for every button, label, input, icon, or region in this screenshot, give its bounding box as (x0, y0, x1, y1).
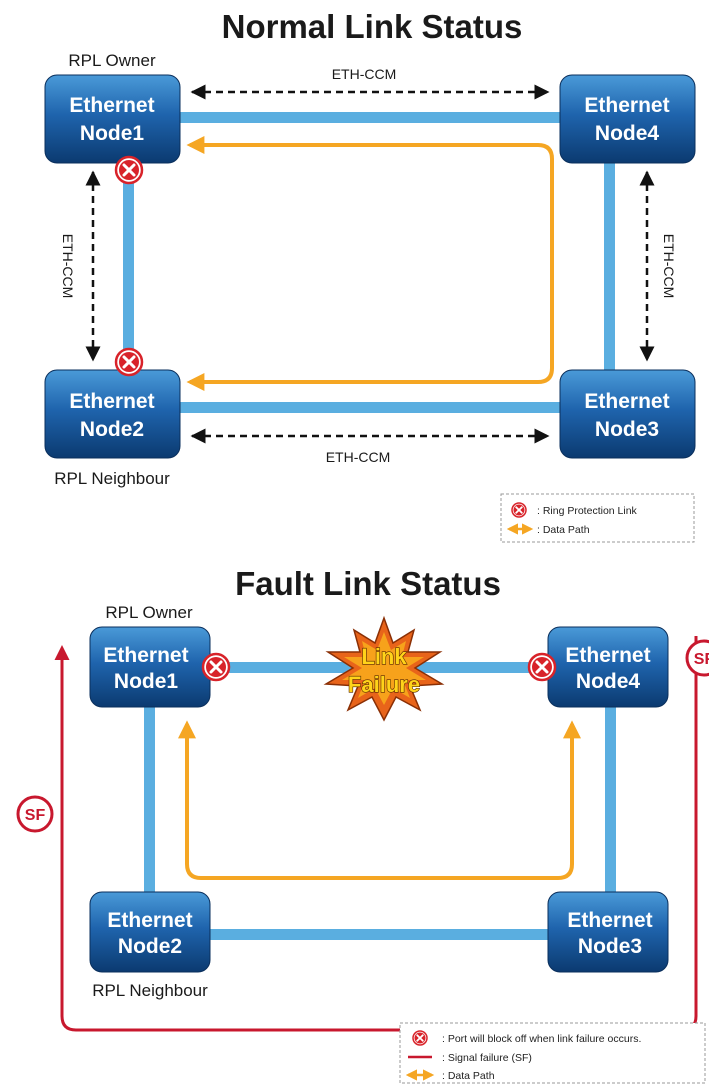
link-node1-node2 (144, 705, 155, 895)
sf-badge-text: SF (25, 807, 46, 824)
legend-top: : Ring Protection Link : Data Path (500, 493, 695, 543)
node-label-line2: Node1 (80, 122, 145, 145)
link-node2-node3 (205, 929, 550, 940)
node-label-line1: Ethernet (69, 94, 154, 117)
node-label-line1: Ethernet (565, 644, 650, 667)
node1: Ethernet Node1 (89, 626, 211, 708)
legend-bottom: : Port will block off when link failure … (399, 1022, 706, 1084)
node4: Ethernet Node4 (559, 74, 696, 164)
ccm-label-bottom: ETH-CCM (326, 449, 391, 465)
link-node1-node2 (123, 160, 134, 375)
ccm-label-top: ETH-CCM (332, 66, 397, 82)
node3: Ethernet Node3 (547, 891, 669, 973)
link-node4-node3 (604, 160, 615, 375)
rpl-block-icon-node1 (114, 155, 144, 185)
signal-failure-path (54, 636, 698, 1032)
node-label-line2: Node2 (118, 935, 182, 958)
normal-status-section: Normal Link Status ETH-CCM ETH-CCM ETH-C… (44, 8, 696, 543)
rpl-neighbour-label: RPL Neighbour (92, 981, 208, 1000)
node-label-line1: Ethernet (107, 909, 192, 932)
node3: Ethernet Node3 (559, 369, 696, 459)
sf-badge-right: SF (685, 639, 709, 677)
node-label-line1: Ethernet (567, 909, 652, 932)
node1: Ethernet Node1 (44, 74, 181, 164)
link-failure-text-line1: Link (361, 644, 407, 669)
normal-status-title: Normal Link Status (222, 8, 523, 45)
legend-block-icon (412, 1030, 428, 1046)
node-label-line2: Node4 (576, 670, 641, 693)
ring-links (123, 112, 615, 413)
rpl-neighbour-label: RPL Neighbour (54, 469, 170, 488)
fault-status-section: Fault Link Status SF SF Ethernet Node1 (16, 565, 709, 1084)
ccm-label-left: ETH-CCM (60, 234, 76, 299)
rpl-owner-label: RPL Owner (68, 51, 156, 70)
port-block-icon-node1 (201, 652, 231, 682)
legend-port-block: : Port will block off when link failure … (442, 1033, 641, 1045)
node-label-line1: Ethernet (69, 390, 154, 413)
data-path-arrow (178, 720, 581, 880)
link-failure-burst: Link Failure (323, 615, 445, 722)
node-label-line1: Ethernet (584, 390, 669, 413)
sf-badge-left: SF (16, 795, 54, 833)
link-node4-node3 (605, 705, 616, 895)
port-block-icon-node4 (527, 652, 557, 682)
burst-core-icon (342, 632, 426, 705)
node-label-line1: Ethernet (584, 94, 669, 117)
link-failure-text-line2: Failure (348, 672, 420, 697)
node4: Ethernet Node4 (547, 626, 669, 708)
legend-data-path: : Data Path (537, 524, 590, 536)
node-label-line2: Node3 (578, 935, 642, 958)
legend-data-path: : Data Path (442, 1070, 495, 1082)
sf-badge-text: SF (694, 651, 709, 668)
ccm-label-right: ETH-CCM (661, 234, 677, 299)
node-label-line1: Ethernet (103, 644, 188, 667)
node-label-line2: Node1 (114, 670, 179, 693)
fault-status-title: Fault Link Status (235, 565, 501, 602)
rpl-block-icon-node2 (114, 347, 144, 377)
legend-block-icon (511, 502, 527, 518)
node2: Ethernet Node2 (89, 891, 211, 973)
rpl-owner-label: RPL Owner (105, 603, 193, 622)
node-label-line2: Node2 (80, 418, 144, 441)
link-node2-node3 (175, 402, 570, 413)
data-path-arrow (186, 136, 554, 391)
node2: Ethernet Node2 (44, 369, 181, 459)
node-label-line2: Node4 (595, 122, 660, 145)
link-node1-node4 (175, 112, 570, 123)
legend-signal-failure: : Signal failure (SF) (442, 1052, 532, 1064)
node-label-line2: Node3 (595, 418, 659, 441)
legend-rpl-link: : Ring Protection Link (537, 505, 638, 517)
